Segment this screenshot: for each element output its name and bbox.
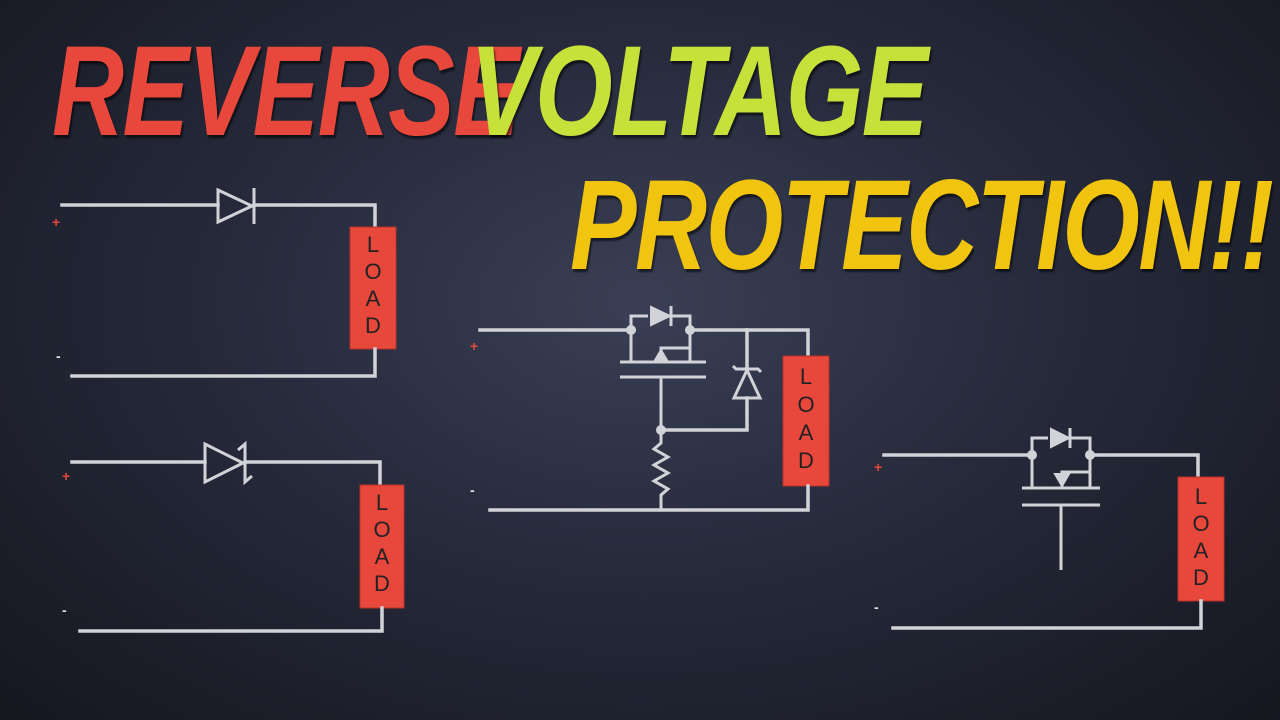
- load-letter: O: [373, 517, 390, 542]
- wire: [78, 606, 384, 633]
- wire: [1088, 453, 1200, 480]
- load-letter: A: [366, 286, 381, 311]
- plus-terminal: +: [874, 459, 882, 475]
- load-letter: A: [375, 544, 390, 569]
- load-resistor: [359, 484, 405, 609]
- load-label: L O A D: [364, 232, 381, 338]
- minus-terminal: -: [62, 602, 67, 618]
- load-letter: D: [374, 571, 390, 596]
- minus-terminal: -: [470, 482, 475, 498]
- load-letter: L: [1195, 484, 1207, 509]
- load-label: L O A D: [1192, 484, 1209, 590]
- wire: [688, 328, 810, 359]
- circuit-series-diode: L O A D + -: [52, 187, 397, 378]
- title-word-protection: PROTECTION!!: [570, 154, 1274, 297]
- zener-diode-icon: [731, 364, 763, 400]
- load-letter: L: [376, 490, 388, 515]
- title-word-reverse: REVERSE: [52, 20, 520, 163]
- mosfet-icon: [1022, 427, 1100, 570]
- wire: [488, 484, 810, 512]
- load-letter: A: [799, 420, 814, 445]
- circuit-series-zener: L O A D + -: [62, 440, 405, 633]
- minus-terminal: -: [56, 348, 61, 364]
- load-label: L O A D: [797, 364, 814, 473]
- wire: [891, 599, 1203, 630]
- load-letter: D: [365, 313, 381, 338]
- load-letter: L: [800, 364, 812, 389]
- circuit-mosfet-protection: L O A D + -: [874, 427, 1225, 630]
- resistor-icon: [650, 430, 672, 510]
- wire: [252, 203, 377, 230]
- load-letter: D: [798, 448, 814, 473]
- load-resistor: [349, 226, 397, 350]
- plus-terminal: +: [62, 468, 70, 484]
- load-letter: O: [797, 392, 814, 417]
- load-letter: D: [1193, 565, 1209, 590]
- minus-terminal: -: [874, 599, 879, 615]
- p-channel-mosfet-icon: [620, 305, 706, 430]
- load-resistor: [782, 355, 830, 487]
- load-letter: L: [367, 232, 379, 257]
- load-letter: O: [364, 259, 381, 284]
- circuit-pmos-protection: L O A D + -: [470, 305, 830, 512]
- diode-icon: [216, 187, 256, 225]
- load-label: L O A D: [373, 490, 390, 596]
- load-letter: O: [1192, 511, 1209, 536]
- wire: [243, 460, 382, 488]
- load-resistor: [1177, 476, 1225, 602]
- wire: [70, 347, 377, 378]
- load-letter: A: [1194, 538, 1209, 563]
- plus-terminal: +: [470, 338, 478, 354]
- title-word-voltage: VOLTAGE: [470, 20, 928, 163]
- wire: [659, 396, 749, 432]
- plus-terminal: +: [52, 214, 60, 230]
